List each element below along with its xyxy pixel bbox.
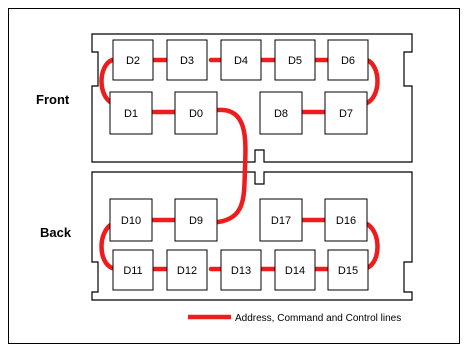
svg-text:D5: D5 (288, 55, 302, 67)
svg-text:D3: D3 (180, 55, 194, 67)
legend-label: Address, Command and Control lines (235, 313, 401, 324)
svg-text:D15: D15 (338, 265, 358, 277)
svg-text:D6: D6 (341, 55, 355, 67)
svg-text:D14: D14 (285, 265, 305, 277)
chip-d2: D2 (112, 39, 154, 81)
chip-d11: D11 (112, 249, 154, 291)
svg-text:D12: D12 (177, 265, 197, 277)
chip-d8: D8 (259, 91, 303, 135)
front-label: Front (36, 92, 70, 107)
chip-d4: D4 (220, 39, 262, 81)
chip-d0: D0 (174, 91, 218, 135)
svg-text:D9: D9 (189, 215, 203, 227)
svg-text:D17: D17 (271, 215, 291, 227)
chip-d10: D10 (109, 198, 153, 242)
chip-d16: D16 (324, 198, 368, 242)
chip-d5: D5 (274, 39, 316, 81)
chip-d15: D15 (327, 249, 369, 291)
svg-text:D8: D8 (274, 108, 288, 120)
svg-text:D10: D10 (121, 215, 141, 227)
chip-d17: D17 (259, 198, 303, 242)
back-label: Back (40, 225, 72, 240)
chip-d3: D3 (166, 39, 208, 81)
svg-text:D13: D13 (231, 265, 251, 277)
svg-text:D0: D0 (189, 108, 203, 120)
svg-text:D11: D11 (123, 265, 142, 277)
chip-d6: D6 (327, 39, 369, 81)
svg-text:D16: D16 (336, 215, 356, 227)
svg-text:D2: D2 (126, 55, 140, 67)
svg-text:D7: D7 (339, 108, 353, 120)
chip-d12: D12 (166, 249, 208, 291)
chip-d13: D13 (220, 249, 262, 291)
chip-d7: D7 (324, 91, 368, 135)
chip-d1: D1 (109, 91, 153, 135)
svg-text:D4: D4 (234, 55, 248, 67)
chip-d14: D14 (274, 249, 316, 291)
svg-text:D1: D1 (124, 108, 138, 120)
chip-d9: D9 (174, 198, 218, 242)
